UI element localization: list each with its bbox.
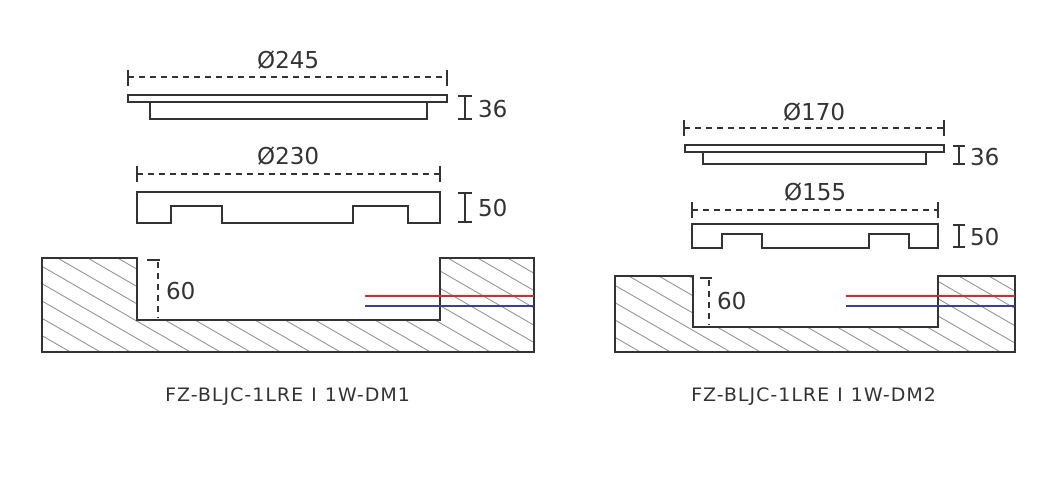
body-diameter-dimension: Ø230 <box>136 144 441 182</box>
fixture-body <box>691 223 939 249</box>
cover-height-label: 36 <box>478 97 507 123</box>
ceiling-section <box>41 257 535 353</box>
recess-depth-label: 60 <box>717 289 746 315</box>
cover-height-dimension: 36 <box>953 145 999 171</box>
model-name: FZ-BLJC-1LRE I 1W-DM1 <box>165 384 411 406</box>
cover-height-dimension: 36 <box>458 95 507 123</box>
recess-depth-dimension: 60 <box>147 259 195 318</box>
body-height-label: 50 <box>970 225 999 251</box>
model-name: FZ-BLJC-1LRE I 1W-DM2 <box>691 384 937 406</box>
recess-depth-label: 60 <box>166 279 195 305</box>
body-height-dimension: 50 <box>953 224 999 251</box>
diagram-dm2: Ø170 36 Ø155 50 <box>614 100 1016 406</box>
cover-diameter-label: Ø170 <box>783 100 845 126</box>
body-diameter-dimension: Ø155 <box>691 180 939 218</box>
recess-depth-dimension: 60 <box>700 277 746 325</box>
fixture-body <box>136 191 441 224</box>
body-diameter-label: Ø155 <box>784 180 846 206</box>
body-height-dimension: 50 <box>458 192 507 223</box>
body-height-label: 50 <box>478 196 507 222</box>
body-diameter-label: Ø230 <box>257 144 319 170</box>
cover-diameter-dimension: Ø245 <box>127 48 448 86</box>
diagram-dm1: Ø245 36 Ø230 50 <box>41 48 535 406</box>
ceiling-section <box>614 275 1016 353</box>
cover-diameter-dimension: Ø170 <box>683 100 945 136</box>
cover-trim <box>684 144 945 165</box>
cover-trim <box>127 94 448 120</box>
cover-height-label: 36 <box>970 145 999 171</box>
cover-diameter-label: Ø245 <box>257 48 319 74</box>
